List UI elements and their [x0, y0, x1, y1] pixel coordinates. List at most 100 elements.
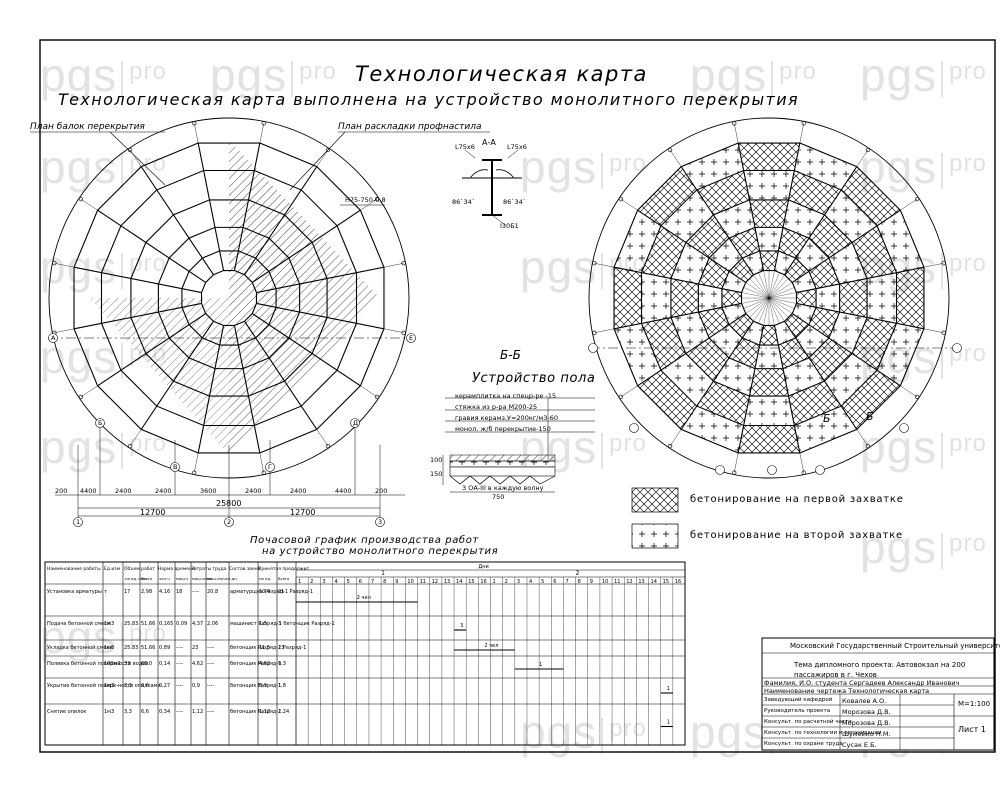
table-cell: 6,6 [141, 683, 149, 689]
stamp-name-2: Морозова Д.В. [842, 708, 891, 716]
stamp-role-3: Консульт. по расчетной части [764, 719, 852, 725]
table-cell: 2,06 [207, 621, 218, 627]
stamp-name-5: Сусак Е.Б. [842, 741, 877, 749]
table-cell: 1м3 [104, 709, 114, 715]
table-cell: 4,37 [192, 621, 203, 627]
table-cell: 0,27 [159, 683, 170, 689]
dim-8: 4400 [335, 487, 352, 495]
dim-right: 86`34` [503, 198, 527, 206]
sub-header: Всего [141, 576, 153, 581]
hour-number: 1 [298, 579, 301, 585]
table-cell: ---- [176, 661, 183, 667]
table-cell: 51,66 [141, 621, 155, 627]
concreting-plan [588, 117, 962, 479]
header-col: Ед.изм [104, 566, 120, 572]
table-cell: 9,3 [278, 661, 286, 667]
table-cell: бетонщик Разряд-1 Разряд-1 [230, 645, 306, 651]
hour-number: 15 [663, 579, 669, 585]
hour-number: 10 [602, 579, 608, 585]
table-cell: бетонщик Разряд-1 [230, 683, 281, 689]
table-cell: 0,9 [259, 683, 267, 689]
hour-number: 9 [395, 579, 398, 585]
profile-mark: Н75-750-0,8 [345, 196, 386, 204]
days-header: Дни [478, 564, 488, 570]
table-cell: Снятие опилок [47, 709, 86, 715]
stamp-role-5: Консульт. по охране труда [764, 741, 843, 747]
stamp-name-1: Ковалев А.О. [842, 697, 887, 705]
header-col: Норма времени [158, 566, 195, 572]
table-cell: Установка арматуры [47, 589, 102, 595]
dim-7: 2400 [290, 487, 307, 495]
angle-right: L75x6 [507, 143, 527, 151]
table-cell: 0,9 [192, 683, 200, 689]
sub-header: чел-ч [159, 576, 170, 581]
axis-2: 2 [227, 518, 232, 526]
table-cell: 1м3 [104, 683, 114, 689]
sub-header: маш-ч [176, 576, 188, 581]
hour-number: 4 [529, 579, 532, 585]
sub-header: маш-смен [192, 576, 212, 581]
stamp-sheet: Лист 1 [958, 725, 986, 734]
axis-3: 3 [378, 518, 383, 526]
table-cell: 1,12 [192, 709, 203, 715]
axis-v: В [173, 463, 178, 471]
table-cell: т [104, 589, 107, 595]
hour-number: 9 [590, 579, 593, 585]
day-1: 1 [381, 570, 385, 577]
floor-note: 3 ОА-III в каждую волну [462, 484, 544, 492]
day-2: 2 [576, 570, 580, 577]
hour-number: 2 [310, 579, 313, 585]
table-cell: Укладка бетонной смеси [47, 644, 113, 651]
hour-number: 6 [359, 579, 362, 585]
right-section-mark-2: Б [866, 410, 874, 423]
label-decking-plan: План раскладки профнастила [338, 122, 482, 132]
table-cell: бетонщик Разряд-1 [230, 709, 281, 715]
section-a-a [462, 149, 522, 226]
axis-b: Б [98, 419, 103, 427]
table-cell: 1м3 [104, 621, 114, 627]
table-cell: 3,3 [124, 709, 132, 715]
table-cell: 21 [278, 589, 284, 595]
title-block [761, 637, 995, 751]
table-cell: Поливка бетонной поверхности водой [47, 660, 149, 667]
table-cell: 66,0 [141, 661, 152, 667]
table-cell: 23 [192, 645, 198, 651]
hour-number: 16 [675, 579, 681, 585]
hour-number: 14 [456, 579, 462, 585]
bar-label: 1 [539, 662, 542, 668]
floor-detail [442, 397, 595, 493]
table-cell: 17 [124, 589, 130, 595]
hour-number: 8 [578, 579, 581, 585]
legend-second-label: бетонирование на второй захватке [690, 530, 903, 541]
dim-left: 86`34` [452, 198, 476, 206]
bar-label: 2 чел [484, 643, 498, 649]
table-cell: 0,165 [159, 621, 173, 627]
hour-number: 5 [541, 579, 544, 585]
table-cell: 1м3 [104, 645, 114, 651]
axis-g: Г [268, 463, 272, 471]
table-cell: ---- [176, 683, 183, 689]
axis-e: Е [409, 334, 414, 342]
table-cell: 0,14 [159, 661, 170, 667]
header-col: Состав звена [229, 566, 261, 572]
floor-dim-1: 100 [430, 456, 443, 464]
legend-swatch-second [631, 523, 679, 549]
dim-6: 2400 [245, 487, 262, 495]
table-cell: 20,8 [207, 589, 218, 595]
table-cell: 100м2 [104, 661, 121, 667]
dim-3: 2400 [115, 487, 132, 495]
stamp-name-3: Морозова Д.В. [842, 719, 891, 727]
table-cell: ---- [176, 709, 183, 715]
hour-number: 11 [420, 579, 426, 585]
table-cell: ---- [207, 645, 214, 651]
table-cell: 51,66 [141, 645, 155, 651]
floor-layer-1: керамплитка на спецр-ре -15 [455, 392, 557, 400]
stamp-student: Фамилия, И.О. студента Сергадеев Алексан… [764, 679, 960, 687]
dim-5: 3600 [200, 487, 217, 495]
beam-mark: I30Б1 [500, 222, 519, 230]
stamp-scale: М=1:100 [958, 700, 991, 708]
stamp-name-4: Шумейко Н.М. [842, 730, 891, 738]
stamp-role-4: Консульт. по технологии и организации [764, 730, 882, 736]
